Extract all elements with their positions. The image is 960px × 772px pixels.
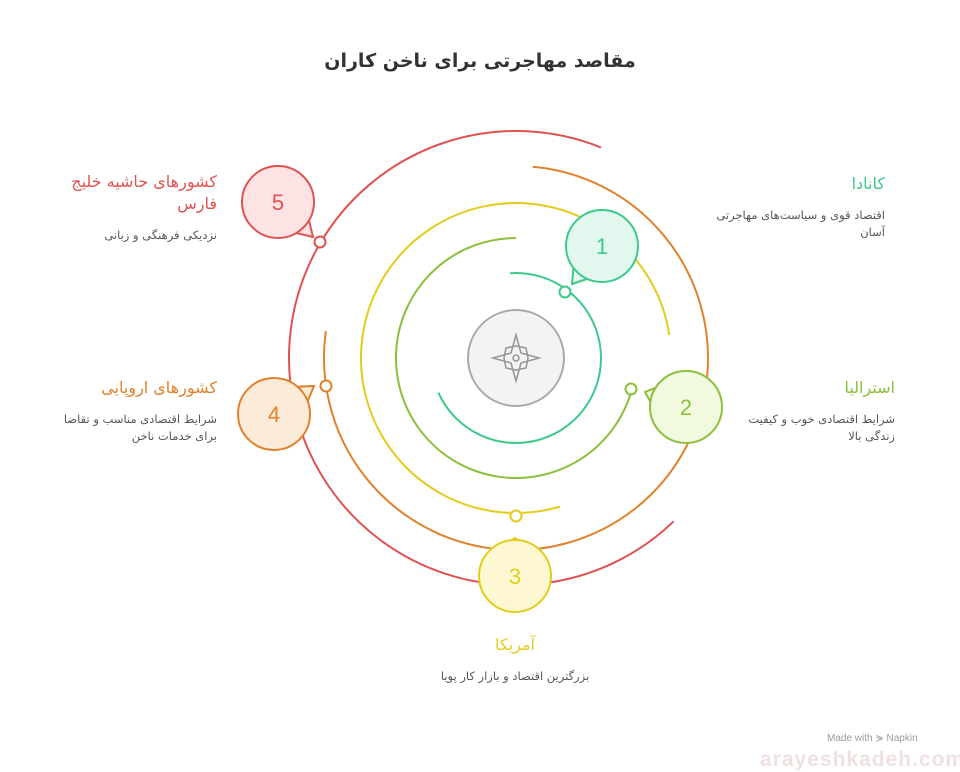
bubble-number: 3 (509, 564, 521, 589)
bubble-number: 2 (680, 395, 692, 420)
item-title: کشورهای حاشیه خلیج فارس (71, 172, 217, 213)
center-hub (467, 309, 565, 407)
bubble-3: 3 (478, 536, 552, 613)
page-title: مقاصد مهاجرتی برای ناخن کاران (324, 50, 636, 72)
item-title: کانادا (851, 174, 885, 193)
bubble-number: 1 (596, 234, 608, 259)
orbit-marker-2 (624, 382, 638, 396)
orbit-marker-1 (558, 285, 572, 299)
compass-star-icon (490, 332, 542, 384)
napkin-credit: Made with ⋟ Napkin (827, 733, 918, 744)
orbit-marker-4 (319, 379, 333, 393)
bubble-4: 4 (237, 377, 316, 451)
item-desc: بزرگترین اقتصاد و بازار کار پویا (440, 669, 590, 683)
item-europe: کشورهای اروپایی شرایط اقتصادی مناسب و تق… (55, 377, 217, 445)
item-australia: استرالیا شرایط اقتصادی خوب و کیفیت زندگی… (745, 377, 895, 445)
watermark: arayeshkadeh.com (760, 748, 960, 771)
item-desc: شرایط اقتصادی خوب و کیفیت زندگی بالا (748, 412, 895, 443)
orbit-marker-3 (509, 509, 523, 523)
item-desc: نزدیکی فرهنگی و زبانی (104, 228, 217, 242)
bubble-number: 4 (268, 402, 280, 427)
item-canada: کانادا اقتصاد قوی و سیاست‌های مهاجرتی آس… (710, 173, 885, 241)
bubble-number: 5 (272, 190, 284, 215)
item-desc: شرایط اقتصادی مناسب و تقاضا برای خدمات ن… (63, 412, 217, 443)
bubble-5: 5 (241, 165, 315, 239)
orbit-marker-5 (313, 235, 327, 249)
bubble-1: 1 (565, 209, 639, 286)
item-desc: اقتصاد قوی و سیاست‌های مهاجرتی آسان (716, 208, 885, 239)
orbit-ring-2 (395, 237, 633, 479)
orbit-ring-4 (323, 165, 709, 551)
item-title: کشورهای اروپایی (101, 378, 217, 397)
bubble-2: 2 (643, 370, 723, 444)
item-america: آمریکا بزرگترین اقتصاد و بازار کار پویا (365, 634, 665, 685)
item-persian-gulf: کشورهای حاشیه خلیج فارس نزدیکی فرهنگی و … (55, 171, 217, 244)
item-title: آمریکا (494, 635, 535, 654)
item-title: استرالیا (844, 378, 895, 397)
